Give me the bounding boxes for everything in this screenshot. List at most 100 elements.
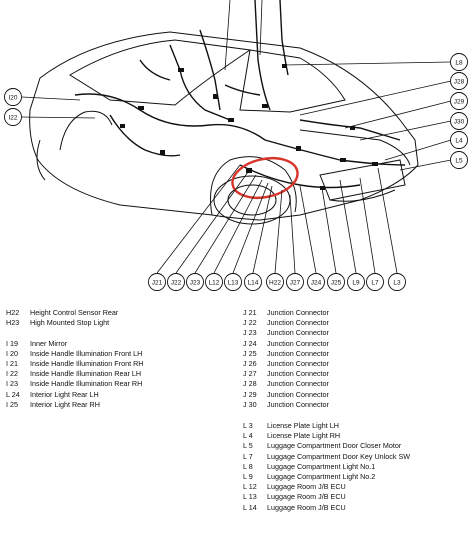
callout-label: J23 [190,280,201,287]
legend-desc: Interior Light Rear RH [30,399,100,409]
legend-code: J 29 [243,389,257,399]
callout-L4: L4 [450,131,468,149]
legend-code: L 3 [243,421,253,430]
legend-code: L 7 [243,451,253,461]
legend-desc: Luggage Compartment Light No.1 [267,461,376,471]
callout-label: J21 [152,280,163,287]
callout-J22: J22 [167,273,185,291]
callout-J27: J27 [286,273,304,291]
legend-desc: Junction Connector [267,348,329,358]
callout-J29: J29 [450,92,468,110]
callout-J30: J30 [450,112,468,130]
legend-desc: Junction Connector [267,318,329,328]
legend-desc: Luggage Room J/B ECU [267,502,346,512]
legend-code: J 25 [243,348,257,358]
legend-code: J 21 [243,308,257,317]
legend-code: L 12 [243,482,257,492]
legend-desc: Junction Connector [267,358,329,368]
callout-label: J27 [290,280,301,287]
legend-desc: Junction Connector [267,389,329,399]
callout-label: L3 [393,280,401,287]
callout-label: J29 [454,99,465,106]
callout-I20: I20 [4,88,22,106]
legend-desc: Inner Mirror [30,338,68,348]
callout-L5: L5 [450,151,468,169]
callout-L8: L8 [450,53,468,71]
legend-code: J 22 [243,318,257,328]
callout-label: L9 [352,280,360,287]
legend-row: J 29 Junction Connector [243,390,329,400]
callout-J24: J24 [307,273,325,291]
legend-code: H22 [6,308,20,317]
legend-desc: License Plate Light LH [267,421,339,430]
harness-connectors [120,64,378,190]
legend-code: J 27 [243,369,257,379]
legend-code: J 28 [243,379,257,389]
legend-desc: Luggage Room J/B ECU [267,492,346,502]
legend-code: H23 [6,318,20,328]
callout-J25: J25 [327,273,345,291]
callout-label: L8 [455,60,463,67]
callout-label: J28 [454,79,465,86]
callout-label: I20 [8,95,17,102]
callout-label: L14 [248,280,259,287]
legend-desc: Luggage Compartment Door Key Unlock SW [267,451,411,461]
callout-L14: L14 [244,273,262,291]
callout-I22: I22 [4,108,22,126]
callout-label: L12 [209,280,220,287]
legend-desc: Inside Handle Illumination Rear RH [30,379,143,389]
legend-row: J 21 Junction Connector [243,308,329,318]
callout-L12: L12 [205,273,223,291]
callout-label: J22 [171,280,182,287]
legend-row: I 20 Inside Handle Illumination Front LH [6,349,143,359]
callout-L3: L3 [388,273,406,291]
callout-label: J25 [331,280,342,287]
legend-code: I 23 [6,379,18,389]
callout-label: L4 [455,138,463,145]
legend-code: J 24 [243,338,257,348]
callout-J21: J21 [148,273,166,291]
legend-desc: Junction Connector [267,308,329,317]
legend-row [6,328,143,338]
legend-code: J 23 [243,328,257,338]
legend-row: I 25 Interior Light Rear RH [6,400,143,410]
legend-code: L 9 [243,471,253,481]
legend-desc: Inside Handle Illumination Front LH [30,348,143,358]
legend-code: I 25 [6,399,18,409]
legend-row: J 25 Junction Connector [243,349,329,359]
legend-row: L 9 Luggage Compartment Light No.2 [243,472,410,482]
legend-desc: Inside Handle Illumination Rear LH [30,369,142,379]
legend-desc: Junction Connector [267,379,329,389]
callout-H22: H22 [266,273,284,291]
legend-code: I 20 [6,348,18,358]
legend-desc: Height Control Sensor Rear [30,308,119,317]
legend-desc: Luggage Room J/B ECU [267,482,346,492]
leader-lines [21,0,452,274]
callout-J28: J28 [450,72,468,90]
callout-L13: L13 [224,273,242,291]
legend-desc: Luggage Compartment Light No.2 [267,471,376,481]
legend-row: I 23 Inside Handle Illumination Rear RH [6,379,143,389]
legend-row: J 28 Junction Connector [243,379,329,389]
legend-junction-connectors: J 21 Junction Connector J 22 Junction Conn… [243,308,329,410]
legend-code: I 21 [6,358,18,368]
highlight-circle [231,156,299,200]
callout-label: J30 [454,119,465,126]
legend-desc: Junction Connector [267,328,329,338]
legend-row: L 3 License Plate Light LH [243,421,410,431]
legend-desc: Luggage Compartment Door Closer Motor [267,441,402,451]
callout-L7: L7 [366,273,384,291]
